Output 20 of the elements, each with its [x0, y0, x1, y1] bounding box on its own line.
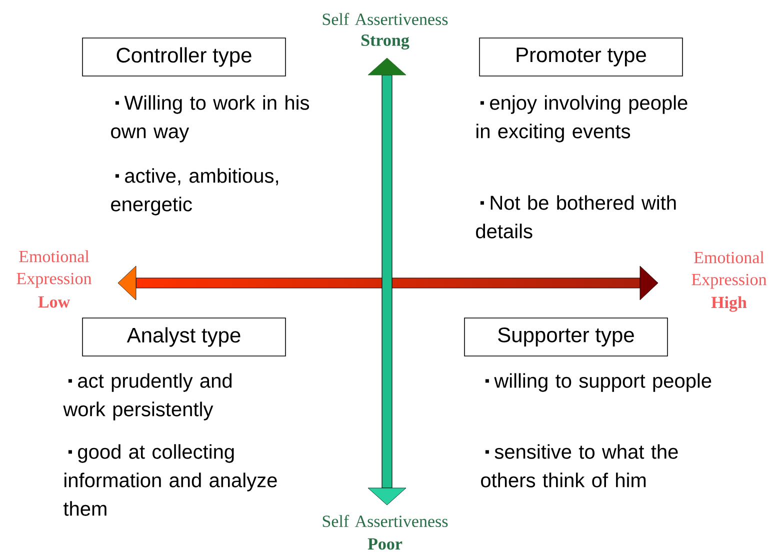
- bullet-text: enjoy involving people in exciting events: [476, 95, 688, 142]
- axis-label: Low: [38, 296, 70, 308]
- type-box: Controller type: [82, 38, 286, 76]
- bullet-text: Not be bothered with details: [476, 195, 676, 238]
- axis-label: High: [711, 296, 747, 312]
- bullet-text: Willing to work in his own way: [111, 95, 310, 142]
- bullet-text: good at collecting information and analyze them: [64, 444, 277, 516]
- type-box: Promoter type: [479, 38, 683, 76]
- bullet-text: willing to support people: [485, 373, 712, 392]
- axis-label: Emotional Expression: [692, 251, 767, 289]
- axis-label: Self Assertiveness: [322, 514, 448, 528]
- axis-label: Self Assertiveness: [322, 12, 448, 26]
- axis-label: Poor: [368, 538, 402, 550]
- type-box: Analyst type: [82, 318, 286, 356]
- bullet-text: act prudently and work persistently: [63, 373, 232, 420]
- axis-label: Emotional Expression: [16, 250, 92, 288]
- type-box: Supporter type: [464, 318, 668, 356]
- bullet-text: sensitive to what the others think of him: [481, 444, 678, 488]
- bullet-text: active, ambitious, energetic: [111, 168, 278, 216]
- axis-label: Strong: [362, 34, 410, 50]
